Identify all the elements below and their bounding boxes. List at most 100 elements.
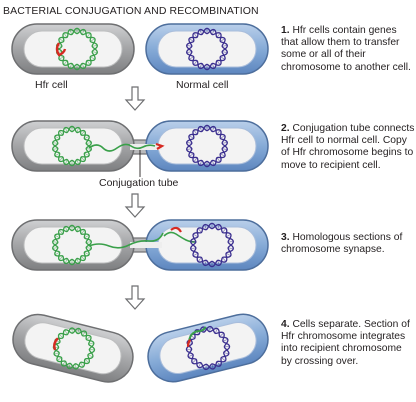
dna-rung	[86, 33, 91, 38]
step-3: 3. Homologous sections of chromosome syn…	[281, 232, 415, 256]
dna-strand	[53, 327, 96, 370]
dna-rung	[81, 130, 85, 136]
dna-strand	[52, 224, 92, 265]
step-number: 4.	[281, 319, 290, 330]
dna-rung	[77, 328, 80, 334]
dna-rung	[54, 135, 60, 140]
dna-rung	[222, 45, 228, 47]
dna-rung	[214, 328, 218, 334]
dna-rung	[204, 224, 207, 230]
dna-rung	[188, 354, 194, 358]
dna-rung	[59, 130, 63, 136]
dna-rung	[64, 329, 68, 335]
dna-rung	[192, 359, 197, 364]
dna-rung	[220, 135, 225, 139]
dna-strand	[190, 222, 234, 267]
step-text: Cells separate. Section of Hfr chromosom…	[281, 319, 410, 367]
dna-rung	[193, 130, 198, 135]
dna-rung	[228, 247, 234, 250]
hfr-chromosome	[52, 224, 92, 266]
dna-strand	[52, 125, 92, 166]
dna-rung	[63, 60, 68, 65]
dna-rung	[59, 38, 64, 42]
dna-rung	[86, 247, 92, 249]
down-arrow-icon	[124, 193, 146, 218]
dna-rung	[63, 33, 68, 38]
dna-strand	[56, 27, 98, 70]
dna-rung	[86, 142, 92, 144]
dna-rung	[220, 38, 225, 42]
step-4: 4. Cells separate. Section of Hfr chromo…	[281, 319, 415, 368]
row-1-cells	[11, 23, 269, 75]
dna-rung	[211, 63, 215, 69]
dna-rung	[54, 251, 60, 256]
row-2-cells	[11, 120, 269, 177]
dna-strand	[185, 326, 230, 371]
dna-rung	[216, 130, 221, 135]
dna-rung	[90, 56, 95, 60]
dna-rung	[59, 56, 64, 60]
dna-rung	[90, 38, 95, 42]
dna-rung	[59, 255, 63, 261]
step-1: 1. Hfr cells contain genes that allow th…	[281, 25, 415, 74]
dna-rung	[65, 159, 68, 165]
step-number: 3.	[281, 232, 290, 243]
integrated-hfr-section	[188, 326, 207, 343]
origin-marker-icon	[53, 337, 59, 351]
dna-rung	[65, 258, 68, 264]
normal-chromosome	[190, 222, 234, 268]
dna-rung	[69, 29, 73, 35]
dna-rung	[216, 157, 221, 162]
dna-rung	[222, 51, 228, 53]
dna-rung	[81, 29, 85, 35]
dna-rung	[197, 228, 202, 233]
dna-rung	[217, 224, 220, 230]
row-4-recipient-cell	[147, 313, 269, 383]
row-4-hfr-cell	[12, 313, 134, 383]
dna-rung	[226, 252, 231, 257]
dna-rung	[221, 357, 226, 361]
dna-strand	[186, 27, 228, 70]
diagram-title: BACTERIAL CONJUGATION AND RECOMBINATION	[3, 5, 259, 17]
dna-rung	[199, 63, 203, 69]
dna-rung	[193, 60, 198, 65]
dna-rung	[81, 229, 85, 235]
down-arrow-icon	[124, 285, 146, 310]
down-arrow-icon	[124, 86, 146, 111]
hfr-chromosome	[52, 327, 96, 370]
dna-rung	[186, 142, 192, 144]
dna-rung	[190, 240, 196, 243]
dna-rung	[198, 362, 202, 368]
origin-marker-icon	[55, 42, 67, 57]
dna-rung	[199, 160, 203, 166]
dna-rung	[52, 241, 58, 243]
dna-rung	[75, 363, 77, 370]
dna-rung	[223, 352, 229, 355]
dna-rung	[87, 354, 93, 358]
dna-rung	[86, 336, 91, 340]
dna-rung	[186, 45, 192, 47]
dna-rung	[52, 148, 58, 150]
dna-rung	[193, 157, 198, 162]
dna-rung	[211, 160, 215, 166]
dna-rung	[81, 63, 85, 69]
dna-rung	[86, 241, 92, 243]
step-number: 1.	[281, 25, 290, 36]
step-text: Conjugation tube connects Hfr cell to no…	[281, 123, 415, 171]
dna-rung	[186, 348, 192, 350]
dna-rung	[190, 247, 196, 250]
dna-rung	[54, 352, 60, 355]
dna-rung	[86, 60, 91, 65]
dna-rung	[57, 357, 62, 361]
dna-rung	[84, 358, 89, 364]
dna-rung	[86, 148, 92, 150]
dna-rung	[226, 233, 231, 238]
dna-rung	[222, 228, 227, 233]
dna-rung	[220, 56, 225, 60]
dna-rung	[211, 126, 215, 132]
dna-rung	[219, 332, 224, 337]
dna-rung	[76, 258, 79, 264]
dna-rung	[193, 33, 198, 38]
dna-rung	[92, 51, 98, 53]
